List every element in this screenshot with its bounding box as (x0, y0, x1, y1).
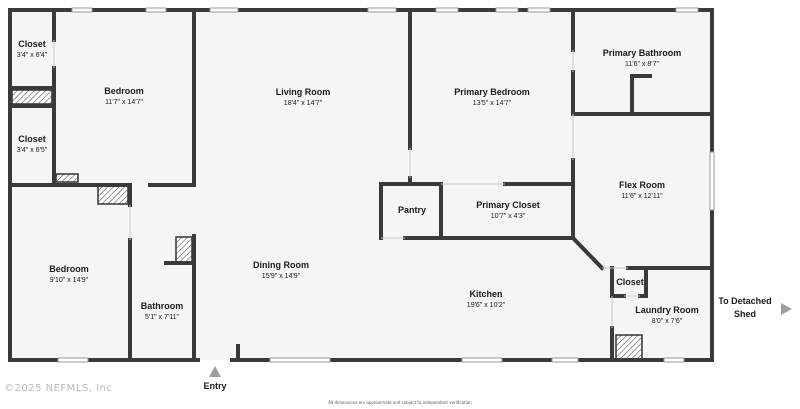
room-name: Pantry (398, 205, 426, 215)
room-dimensions: 19'6" x 10'2" (467, 302, 506, 309)
room-closet-2: Closet 3'4" x 6'5" (17, 134, 48, 154)
room-dimensions: 8'0" x 7'6" (652, 318, 683, 325)
room-bedroom-1: Bedroom 11'7" x 14'7" (104, 86, 144, 106)
windows (57, 7, 715, 363)
room-name: Primary Bedroom (454, 87, 530, 97)
room-name: Closet (616, 277, 644, 287)
room-name: Living Room (276, 87, 331, 97)
room-name: Bedroom (104, 86, 144, 96)
room-pantry: Pantry (398, 205, 426, 215)
room-dimensions: 11'7" x 14'7" (105, 99, 143, 106)
room-name: Bedroom (49, 264, 89, 274)
room-name: Primary Closet (476, 200, 540, 210)
room-name: Bathroom (141, 301, 184, 311)
room-name: Dining Room (253, 260, 309, 270)
room-dimensions: 11'6" x 12'11" (621, 193, 663, 200)
walls (8, 8, 714, 362)
entry-arrow-icon (209, 366, 221, 377)
room-name: Kitchen (469, 289, 502, 299)
room-name: Flex Room (619, 180, 665, 190)
room-name: Closet (18, 39, 46, 49)
room-bathroom: Bathroom 5'1" x 7'11" (141, 301, 184, 321)
room-primary-bathroom: Primary Bathroom 11'6" x 8'7" (603, 48, 682, 68)
room-dimensions: 13'5" x 14'7" (473, 100, 512, 107)
room-dining-room: Dining Room 15'9" x 14'9" (253, 260, 309, 280)
entry-label: Entry (203, 381, 226, 391)
detached-shed-label-line2: Shed (734, 309, 756, 319)
room-closet-3: Closet (616, 277, 644, 287)
room-dimensions: 18'4" x 14'7" (284, 100, 323, 107)
room-name: Laundry Room (635, 305, 699, 315)
room-bedroom-2: Bedroom 9'10" x 14'9" (49, 264, 89, 284)
room-dimensions: 9'10" x 14'9" (50, 277, 89, 284)
room-name: Primary Bathroom (603, 48, 682, 58)
room-flex-room: Flex Room 11'6" x 12'11" (619, 180, 665, 200)
detached-shed-label-line1: To Detached (718, 296, 771, 306)
room-laundry-room: Laundry Room 8'0" x 7'6" (635, 305, 699, 325)
room-dimensions: 3'4" x 6'4" (17, 52, 48, 59)
room-dimensions: 10'7" x 4'3" (491, 213, 526, 220)
room-closet-1: Closet 3'4" x 6'4" (17, 39, 48, 59)
arrow-right-icon (781, 303, 792, 315)
door-openings (53, 40, 640, 328)
room-dimensions: 15'9" x 14'9" (262, 273, 301, 280)
room-living-room: Living Room 18'4" x 14'7" (276, 87, 331, 107)
room-primary-closet: Primary Closet 10'7" x 4'3" (476, 200, 540, 220)
room-name: Closet (18, 134, 46, 144)
room-dimensions: 5'1" x 7'11" (145, 314, 179, 321)
room-dimensions: 3'4" x 6'5" (17, 147, 48, 154)
copyright-text: ©2025 NEFMLS, Inc (4, 383, 113, 394)
disclaimer-text: All dimensions are approximate and subje… (328, 400, 472, 405)
room-kitchen: Kitchen 19'6" x 10'2" (467, 289, 506, 309)
room-dimensions: 11'6" x 8'7" (625, 61, 659, 68)
room-primary-bedroom: Primary Bedroom 13'5" x 14'7" (454, 87, 530, 107)
